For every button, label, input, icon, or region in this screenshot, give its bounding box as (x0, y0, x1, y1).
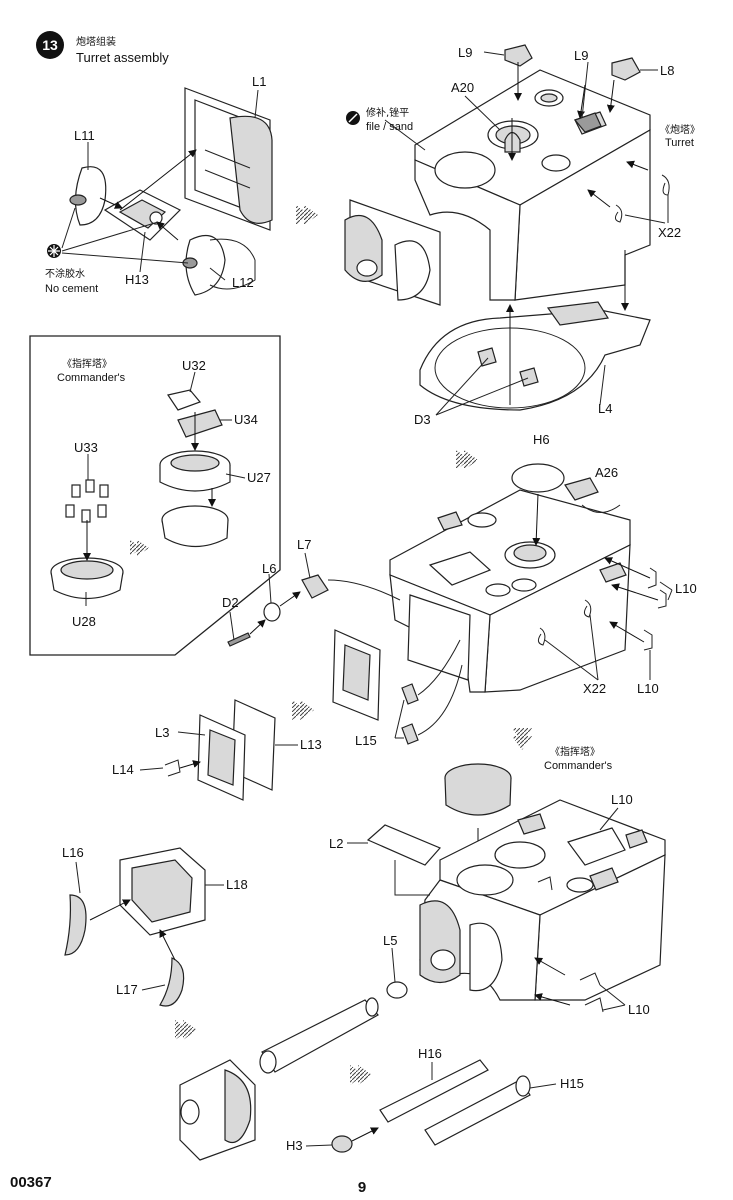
label-L2: L2 (329, 836, 343, 851)
part-A26 (564, 477, 599, 501)
part-D3-left (477, 347, 497, 367)
label-L10d: L10 (628, 1002, 650, 1017)
part-L10-handle-1 (647, 567, 657, 589)
part-L14 (164, 759, 181, 777)
gun-barrel (261, 999, 379, 1073)
part-L17 (159, 957, 185, 1007)
commanders-en-inset: Commander's (57, 372, 126, 384)
label-L8: L8 (660, 63, 674, 78)
flow-arrow-1 (296, 205, 318, 225)
part-H3 (331, 1135, 353, 1153)
part-L7 (301, 574, 329, 599)
part-U34 (177, 409, 223, 438)
part-D3-right (519, 367, 539, 387)
label-H6: H6 (533, 432, 550, 447)
label-L16: L16 (62, 845, 84, 860)
label-L9b: L9 (574, 48, 588, 63)
no-cement-en: No cement (45, 283, 98, 295)
label-L6: L6 (262, 561, 276, 576)
label-U28: U28 (72, 614, 96, 629)
part-L10-handle-2 (657, 589, 667, 609)
label-L5: L5 (383, 933, 397, 948)
label-L1: L1 (252, 74, 266, 89)
label-L15: L15 (355, 733, 377, 748)
part-H6 (511, 463, 565, 493)
part-L6 (263, 602, 281, 622)
label-L4: L4 (598, 401, 612, 416)
part-L10-handle-3 (643, 629, 653, 651)
part-L9-left (504, 44, 533, 67)
label-L10b: L10 (637, 681, 659, 696)
label-L11: L11 (74, 128, 95, 143)
label-A26: A26 (595, 465, 618, 480)
label-L7: L7 (297, 537, 311, 552)
part-H16 (379, 1059, 489, 1123)
part-L5 (386, 981, 408, 999)
label-D3: D3 (414, 412, 431, 427)
label-A20: A20 (451, 80, 474, 95)
part-L12 (185, 235, 226, 296)
label-L13: L13 (300, 737, 322, 752)
page-number: 9 (358, 1179, 366, 1196)
label-U27: U27 (247, 470, 271, 485)
part-H15 (424, 1079, 531, 1146)
no-cement-cn: 不涂胶水 (45, 267, 85, 280)
step-header: 13 炮塔组装 Turret assembly (36, 31, 169, 65)
part-L8 (611, 57, 641, 81)
commanders-cn-main: 《指挥塔》 (550, 745, 600, 758)
flow-arrow-2 (456, 450, 478, 470)
step-title-en: Turret assembly (76, 50, 169, 65)
part-L15-a (401, 683, 419, 705)
label-D2: D2 (222, 595, 239, 610)
turret-cn: 《炮塔》 (660, 123, 700, 136)
barrel-assembly: H16 H15 H3 (179, 997, 584, 1161)
turret-roof-assembly: H6 A26 L10 L10 X22 L7 L6 D2 L15 (222, 432, 697, 748)
label-L12: L12 (232, 275, 254, 290)
label-H16: H16 (418, 1046, 442, 1061)
turret-en: Turret (665, 137, 694, 149)
label-L3: L3 (155, 725, 169, 740)
turret-body-assembly: 修补,锉平 file / sand 《炮塔》 Turret L9 L9 L8 A… (344, 44, 700, 427)
part-U32 (167, 389, 202, 411)
kit-number: 00367 (10, 1174, 52, 1191)
commanders-cn-inset: 《指挥塔》 (62, 357, 112, 370)
label-U32: U32 (182, 358, 206, 373)
file-sand-cn: 修补,锉平 (366, 106, 409, 119)
step-number-badge (36, 31, 64, 59)
l3-l13-subassembly: L3 L13 L14 (112, 699, 322, 801)
inset-frame (29, 335, 281, 656)
final-turret-assembly: 《指挥塔》 Commander's (329, 745, 666, 1017)
label-U33: U33 (74, 440, 98, 455)
label-L17: L17 (116, 982, 138, 997)
part-L4 (419, 309, 651, 411)
mantlet-subassembly: 不涂胶水 No cement L1 L11 H13 L12 (45, 74, 273, 296)
label-L9a: L9 (458, 45, 472, 60)
label-L10c: L10 (611, 792, 633, 807)
flow-arrow-3 (512, 728, 532, 750)
part-L15-b (401, 723, 419, 745)
part-U33 (65, 479, 109, 523)
step-number: 13 (42, 37, 58, 53)
label-H3: H3 (286, 1138, 303, 1153)
part-L16 (64, 894, 87, 956)
label-H15: H15 (560, 1076, 584, 1091)
label-X22a: X22 (658, 225, 681, 240)
label-H13: H13 (125, 272, 149, 287)
label-X22b: X22 (583, 681, 606, 696)
step-title-cn: 炮塔组装 (76, 35, 116, 48)
label-L18: L18 (226, 877, 248, 892)
label-L14: L14 (112, 762, 134, 777)
part-L2 (366, 824, 442, 866)
file-sand-en: file / sand (366, 121, 413, 133)
part-D2 (227, 632, 251, 647)
commanders-cupola-inset: 《指挥塔》 Commander's (29, 335, 281, 656)
label-L10a: L10 (675, 581, 697, 596)
mantlet-shield-subassembly: L16 L18 L17 (62, 845, 248, 1040)
label-U34: U34 (234, 412, 258, 427)
commanders-en-main: Commander's (544, 760, 613, 772)
